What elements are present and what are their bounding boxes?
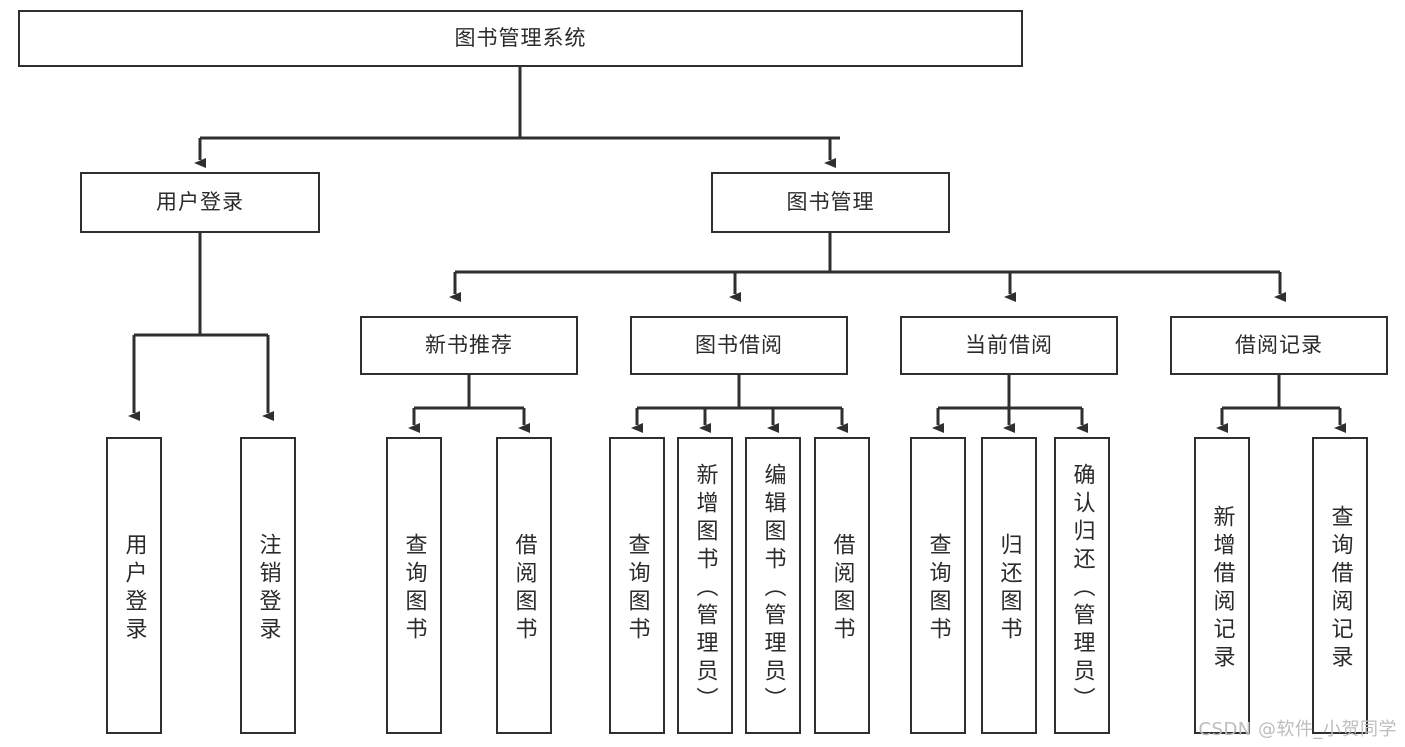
node-leaf-edit-book-label: 编辑图书（管理员）: [760, 462, 786, 715]
node-leaf-query-book-2[interactable]: 查询图书: [609, 437, 665, 734]
node-leaf-user-login[interactable]: 用户登录: [106, 437, 162, 734]
node-borrow-record[interactable]: 借阅记录: [1170, 316, 1388, 375]
node-leaf-logout[interactable]: 注销登录: [240, 437, 296, 734]
node-book-borrow-label: 图书借阅: [695, 333, 783, 358]
node-leaf-add-book-label: 新增图书（管理员）: [692, 462, 718, 715]
node-leaf-borrow-book-2-label: 借阅图书: [829, 532, 855, 645]
node-current-borrow[interactable]: 当前借阅: [900, 316, 1118, 375]
node-leaf-borrow-book-1[interactable]: 借阅图书: [496, 437, 552, 734]
node-new-book-recommend[interactable]: 新书推荐: [360, 316, 578, 375]
node-leaf-user-login-label: 用户登录: [121, 532, 147, 645]
node-book-borrow[interactable]: 图书借阅: [630, 316, 848, 375]
node-leaf-confirm-return[interactable]: 确认归还（管理员）: [1054, 437, 1110, 734]
node-leaf-return-book[interactable]: 归还图书: [981, 437, 1037, 734]
node-leaf-borrow-book-1-label: 借阅图书: [511, 532, 537, 645]
node-leaf-borrow-book-2[interactable]: 借阅图书: [814, 437, 870, 734]
node-user-login[interactable]: 用户登录: [80, 172, 320, 233]
node-current-borrow-label: 当前借阅: [965, 333, 1053, 358]
node-leaf-query-record-label: 查询借阅记录: [1327, 504, 1353, 673]
node-leaf-query-book-1[interactable]: 查询图书: [386, 437, 442, 734]
node-user-login-label: 用户登录: [156, 190, 244, 215]
node-root[interactable]: 图书管理系统: [18, 10, 1023, 67]
node-leaf-add-record-label: 新增借阅记录: [1209, 504, 1235, 673]
node-book-management-label: 图书管理: [786, 190, 875, 215]
node-book-management[interactable]: 图书管理: [711, 172, 950, 233]
node-root-label: 图书管理系统: [454, 26, 587, 51]
node-leaf-logout-label: 注销登录: [255, 532, 281, 645]
node-leaf-query-book-3[interactable]: 查询图书: [910, 437, 966, 734]
node-leaf-confirm-return-label: 确认归还（管理员）: [1069, 462, 1095, 715]
node-leaf-edit-book[interactable]: 编辑图书（管理员）: [745, 437, 801, 734]
node-leaf-query-book-2-label: 查询图书: [624, 532, 650, 645]
node-leaf-add-record[interactable]: 新增借阅记录: [1194, 437, 1250, 734]
node-leaf-query-book-3-label: 查询图书: [925, 532, 951, 645]
node-borrow-record-label: 借阅记录: [1235, 333, 1323, 358]
node-leaf-add-book[interactable]: 新增图书（管理员）: [677, 437, 733, 734]
node-leaf-query-record[interactable]: 查询借阅记录: [1312, 437, 1368, 734]
node-leaf-return-book-label: 归还图书: [996, 532, 1022, 645]
node-new-book-recommend-label: 新书推荐: [425, 333, 513, 358]
node-leaf-query-book-1-label: 查询图书: [401, 532, 427, 645]
